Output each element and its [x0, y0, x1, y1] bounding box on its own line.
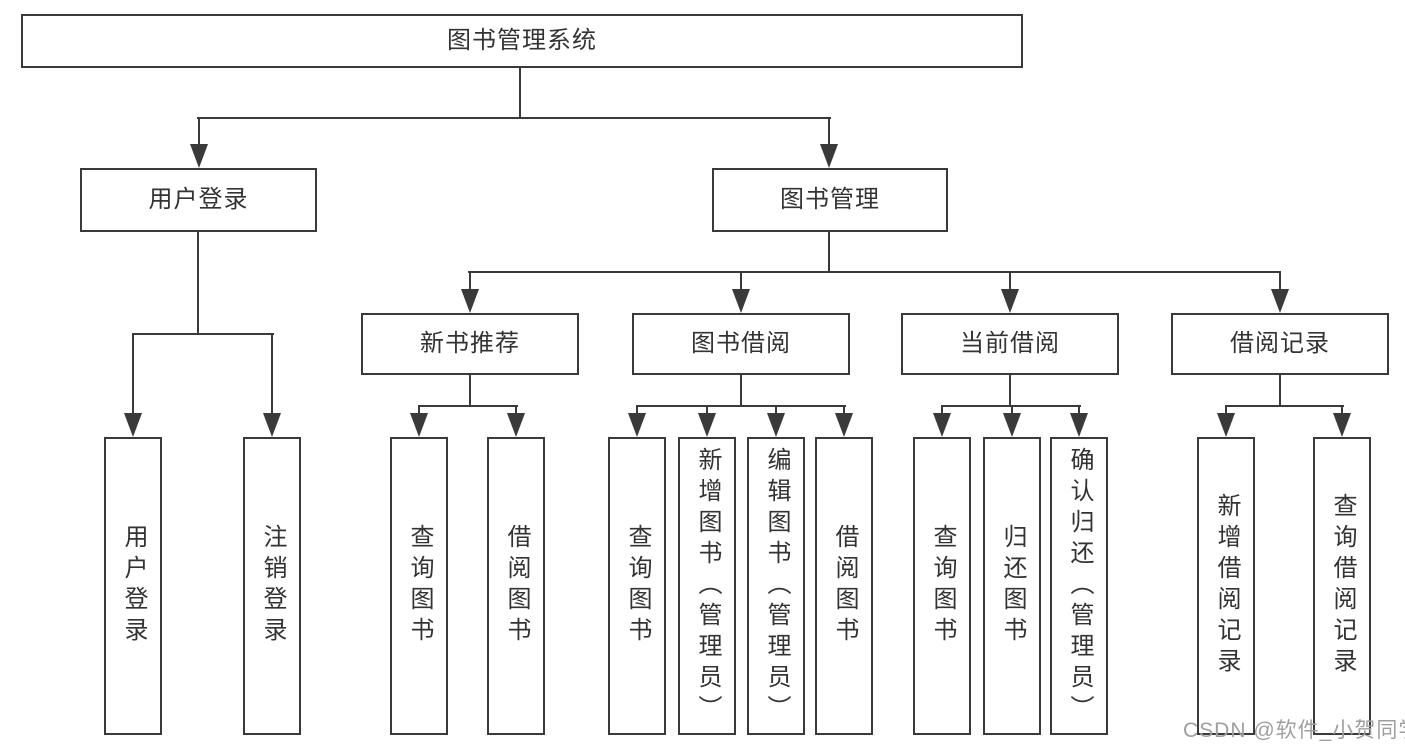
connector-line [468, 271, 1281, 273]
connector-line [198, 119, 200, 148]
connector-line [843, 407, 845, 415]
leaf-add-borrow-record: 新增借阅记录 [1197, 437, 1255, 735]
connector-line [828, 232, 830, 273]
node-new-book-recommendation: 新书推荐 [361, 313, 579, 375]
leaf-borrow-book-recommend: 借阅图书 [487, 437, 545, 735]
connector-line [1341, 407, 1343, 415]
node-borrowing-records: 借阅记录 [1171, 313, 1389, 375]
connector-line [418, 407, 420, 415]
arrow-down-icon [461, 289, 479, 313]
arrow-down-icon [732, 289, 750, 313]
connector-line [1225, 407, 1227, 415]
leaf-user-login: 用户登录 [104, 437, 162, 735]
connector-line [418, 405, 518, 407]
connector-line [1009, 273, 1011, 291]
node-book-borrowing: 图书借阅 [632, 313, 850, 375]
connector-line [740, 375, 742, 407]
arrow-down-icon [124, 413, 142, 437]
connector-line [469, 273, 471, 291]
connector-line [519, 68, 521, 119]
leaf-borrow-book: 借阅图书 [815, 437, 873, 735]
connector-line [828, 119, 830, 148]
arrow-down-icon [1271, 289, 1289, 313]
node-current-borrowing: 当前借阅 [901, 313, 1119, 375]
arrow-down-icon [933, 413, 951, 437]
connector-line [740, 273, 742, 291]
arrow-down-icon [1333, 413, 1351, 437]
connector-line [197, 232, 199, 335]
leaf-query-borrow-record: 查询借阅记录 [1313, 437, 1371, 735]
connector-line [1009, 375, 1011, 407]
leaf-logout: 注销登录 [243, 437, 301, 735]
arrow-down-icon [698, 413, 716, 437]
node-book-management: 图书管理 [712, 168, 948, 232]
connector-line [941, 407, 943, 415]
arrow-down-icon [1070, 413, 1088, 437]
connector-line [469, 375, 471, 407]
connector-line [1078, 407, 1080, 415]
connector-line [132, 333, 274, 335]
connector-line [197, 117, 831, 119]
leaf-query-current-borrow: 查询图书 [913, 437, 971, 735]
arrow-down-icon [507, 413, 525, 437]
arrow-down-icon [410, 413, 428, 437]
connector-line [706, 407, 708, 415]
node-user-login: 用户登录 [80, 168, 317, 232]
connector-line [271, 335, 273, 415]
node-library-system: 图书管理系统 [21, 14, 1023, 68]
connector-line [941, 405, 1081, 407]
leaf-add-book-admin: 新增图书（管理员） [678, 437, 736, 735]
connector-line [1225, 405, 1344, 407]
arrow-down-icon [767, 413, 785, 437]
arrow-down-icon [190, 144, 208, 168]
leaf-return-book: 归还图书 [983, 437, 1041, 735]
arrow-down-icon [1001, 289, 1019, 313]
arrow-down-icon [628, 413, 646, 437]
leaf-edit-book-admin: 编辑图书（管理员） [747, 437, 805, 735]
leaf-confirm-return-admin: 确认归还（管理员） [1050, 437, 1108, 735]
arrow-down-icon [1003, 413, 1021, 437]
connector-line [1279, 273, 1281, 291]
connector-line [1011, 407, 1013, 415]
arrow-down-icon [820, 144, 838, 168]
leaf-query-book-recommend: 查询图书 [390, 437, 448, 735]
arrow-down-icon [1217, 413, 1235, 437]
csdn-watermark: CSDN @软件_小贺同学 [1183, 719, 1405, 742]
connector-line [132, 335, 134, 415]
connector-line [636, 407, 638, 415]
arrow-down-icon [263, 413, 281, 437]
connector-line [636, 405, 846, 407]
connector-line [515, 407, 517, 415]
leaf-query-book: 查询图书 [608, 437, 666, 735]
connector-line [775, 407, 777, 415]
connector-line [1279, 375, 1281, 407]
arrow-down-icon [835, 413, 853, 437]
